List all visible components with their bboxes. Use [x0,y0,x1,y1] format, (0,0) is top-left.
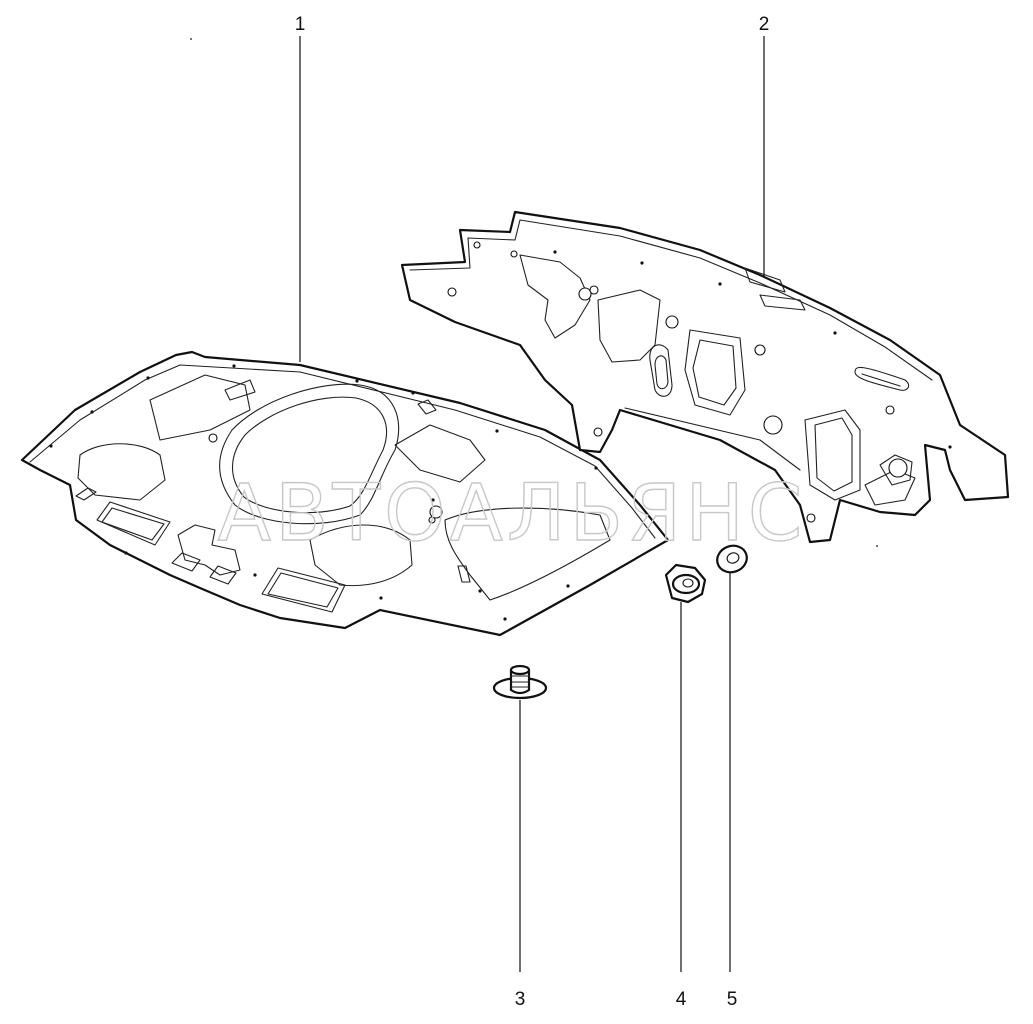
stray-mark [190,38,192,40]
callout-1: 1 [295,14,306,35]
part-4-nut[interactable] [664,563,707,604]
callouts: 1 2 3 4 5 [295,14,770,1010]
part-1-hood-insulation[interactable] [20,350,670,637]
callout-4: 4 [676,989,687,1010]
leader-lines [299,36,765,972]
part-5-washer[interactable] [713,542,750,577]
callout-5: 5 [727,989,738,1010]
callout-2: 2 [759,14,770,35]
part-2-bulkhead-insulation[interactable] [400,210,1010,544]
part-3-push-clip[interactable] [492,664,548,700]
callout-3: 3 [515,989,526,1010]
watermark-text: АВТОАЛЬЯНС [218,469,807,559]
stray-mark [876,545,878,547]
